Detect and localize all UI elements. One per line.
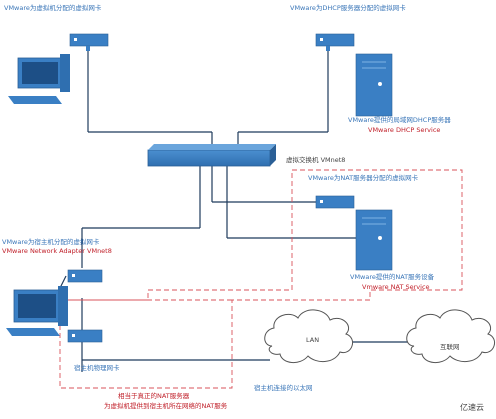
nat-service-label: Vmware NAT Service xyxy=(362,283,430,291)
virtual-switch-icon xyxy=(147,144,276,167)
nat-nic-icon xyxy=(315,195,355,209)
watermark-label: 亿速云 xyxy=(460,403,484,412)
nat-provided-label: VMware提供的NAT服务设备 xyxy=(350,273,435,281)
nat-note-line1: 相当于真正的NAT服务器 xyxy=(118,392,190,400)
dhcp-nic-label: VMware为DHCP服务器分配的虚拟网卡 xyxy=(290,4,406,12)
nat-note-line2: 为虚拟机提供到宿主机所在网络的NAT服务 xyxy=(104,402,228,410)
host-physical-nic-label: 宿主机物理网卡 xyxy=(74,364,120,372)
host-virtual-nic-icon xyxy=(67,269,103,283)
nat-nic-label: VMware为NAT服务器分配的虚拟网卡 xyxy=(308,174,419,182)
lan-cloud-icon xyxy=(264,309,354,363)
vm-nic-top-icon xyxy=(69,33,109,51)
dhcp-service-label: VMware DHCP Service xyxy=(368,126,441,134)
dhcp-nic-icon xyxy=(315,33,355,51)
dhcp-provided-label: VMware提供的局域网DHCP服务器 xyxy=(348,116,451,124)
host-nic-cn-label: VMware为宿主机分配的虚拟网卡 xyxy=(2,238,100,246)
host-physical-nic-icon xyxy=(67,329,103,343)
vm-computer-icon xyxy=(8,54,70,104)
host-computer-icon xyxy=(6,286,68,336)
ethernet-label: 宿主机连接的以太网 xyxy=(254,384,313,392)
nat-dashed-boxes xyxy=(59,169,463,389)
internet-label: 互联网 xyxy=(440,343,460,351)
switch-label: 虚拟交换机 VMnet8 xyxy=(286,156,346,164)
dhcp-server-icon xyxy=(355,53,393,117)
nat-server-icon xyxy=(355,209,393,271)
internet-cloud-icon xyxy=(406,309,496,363)
host-nic-en-label: VMware Network Adapter VMnet8 xyxy=(2,247,112,255)
vm-nic-top-label: VMware为虚拟机分配的虚拟网卡 xyxy=(4,4,102,12)
lan-label: LAN xyxy=(306,336,320,344)
